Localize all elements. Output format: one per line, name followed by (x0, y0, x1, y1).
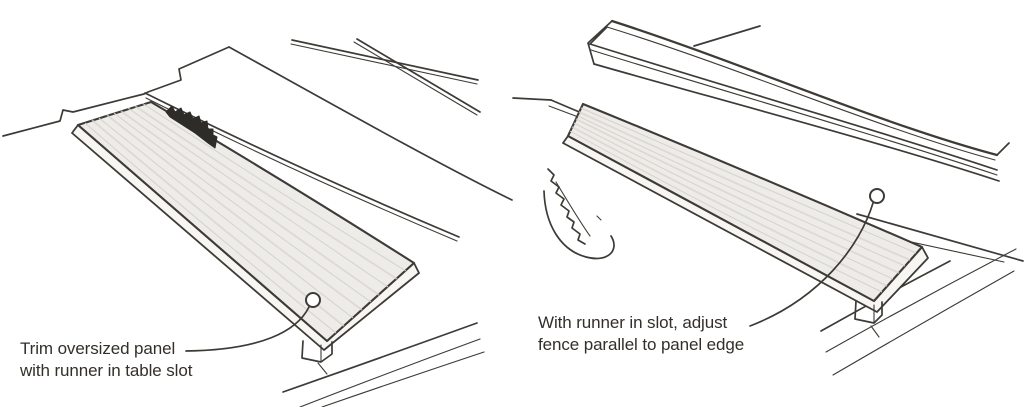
right-illustration (512, 19, 1024, 376)
wood-grain (98, 117, 354, 319)
throat-plate-outline (543, 190, 615, 260)
rail-line (356, 38, 481, 113)
table-front-edge (832, 270, 1015, 376)
fence-face-groove (590, 49, 998, 176)
caption-left: Trim oversized panel with runner in tabl… (20, 338, 192, 381)
table-far-edge (856, 213, 1024, 262)
table-front-edge (321, 351, 485, 407)
caption-right-line1: With runner in slot, adjust (538, 313, 728, 332)
table-right-edge (228, 46, 513, 201)
wood-grain (127, 107, 389, 288)
left-illustration (2, 38, 513, 407)
rip-fence (587, 19, 1010, 182)
callout-point-right (869, 188, 885, 204)
wood-grain (569, 130, 883, 293)
table-slot-line (548, 105, 582, 119)
blade-body-line (555, 181, 591, 237)
table-front-edge (825, 248, 1017, 353)
wood-grain (573, 122, 894, 280)
leader-line-right (749, 202, 874, 327)
fence-end-tick (996, 142, 1010, 156)
caption-left-line1: Trim oversized panel (20, 339, 176, 358)
wood-grain (141, 102, 407, 272)
wood-grain (113, 112, 372, 303)
wood-grain (578, 111, 911, 261)
wood-grain (580, 107, 917, 254)
saw-blade-left (165, 105, 218, 149)
fence-top-edge (610, 19, 999, 157)
blade-teeth (547, 168, 586, 245)
caption-right: With runner in slot, adjust fence parall… (538, 312, 744, 355)
callout-point-left (305, 292, 321, 308)
table-front-edge (299, 338, 481, 407)
panel-top-face (76, 100, 416, 343)
saw-table-left (2, 38, 513, 407)
wood-grain (571, 126, 888, 287)
fence-end-cap (587, 20, 613, 65)
table-front-edge (282, 322, 478, 393)
panel-right (562, 102, 929, 313)
saw-blade-right (543, 168, 615, 260)
wood-grain (575, 118, 900, 274)
wood-grain (577, 115, 906, 267)
caption-left-line2: with runner in table slot (20, 360, 193, 380)
panel-top-face (566, 102, 924, 303)
runner-right (854, 300, 883, 338)
wood-grain (106, 114, 363, 311)
panel-left (71, 100, 420, 351)
runner-left (301, 340, 333, 363)
fence-lip-edge (606, 26, 996, 161)
caption-right-line2: fence parallel to panel edge (538, 334, 745, 354)
fence-bottom-edge (593, 63, 1000, 182)
rail-line (353, 41, 478, 116)
callout-right (749, 188, 885, 327)
table-back-right-edge (693, 25, 761, 47)
fence-face-top-edge (589, 43, 998, 171)
callout-left (185, 292, 321, 352)
wood-grain (84, 122, 337, 334)
table-corner-tick (870, 325, 880, 338)
saw-table-right (512, 25, 1024, 376)
table-corner-tick (317, 362, 328, 375)
table-back-edge (2, 46, 230, 137)
table-slot-line (144, 92, 460, 238)
wood-grain (120, 110, 380, 296)
wood-grain (134, 105, 398, 280)
rail-line (290, 43, 478, 85)
table-back-edge (512, 97, 552, 101)
leader-line-left (185, 306, 310, 352)
blade-mark (596, 215, 602, 221)
